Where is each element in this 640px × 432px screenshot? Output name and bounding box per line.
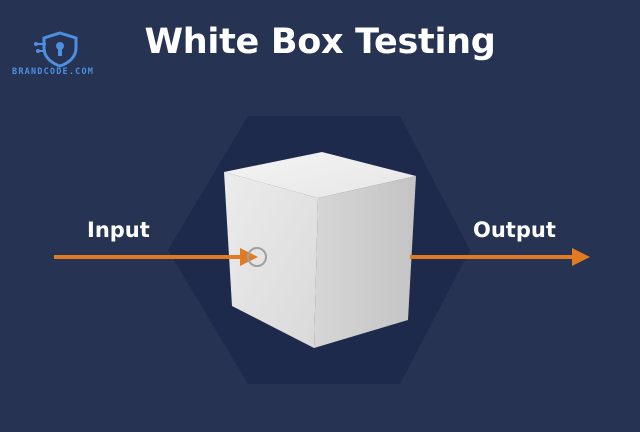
white-box-cube [224,152,416,348]
cube-side-face [314,176,416,348]
input-label: Input [87,218,150,242]
output-label: Output [473,218,556,242]
cube-top-face [224,152,416,198]
logo-wordmark: BRANDCODE.COM [12,67,95,77]
cube-front-face [224,172,318,348]
entry-point-marker [247,247,267,267]
page-title: White Box Testing [144,22,496,62]
shield-keyhole-icon [34,31,78,68]
output-arrow [410,248,590,266]
